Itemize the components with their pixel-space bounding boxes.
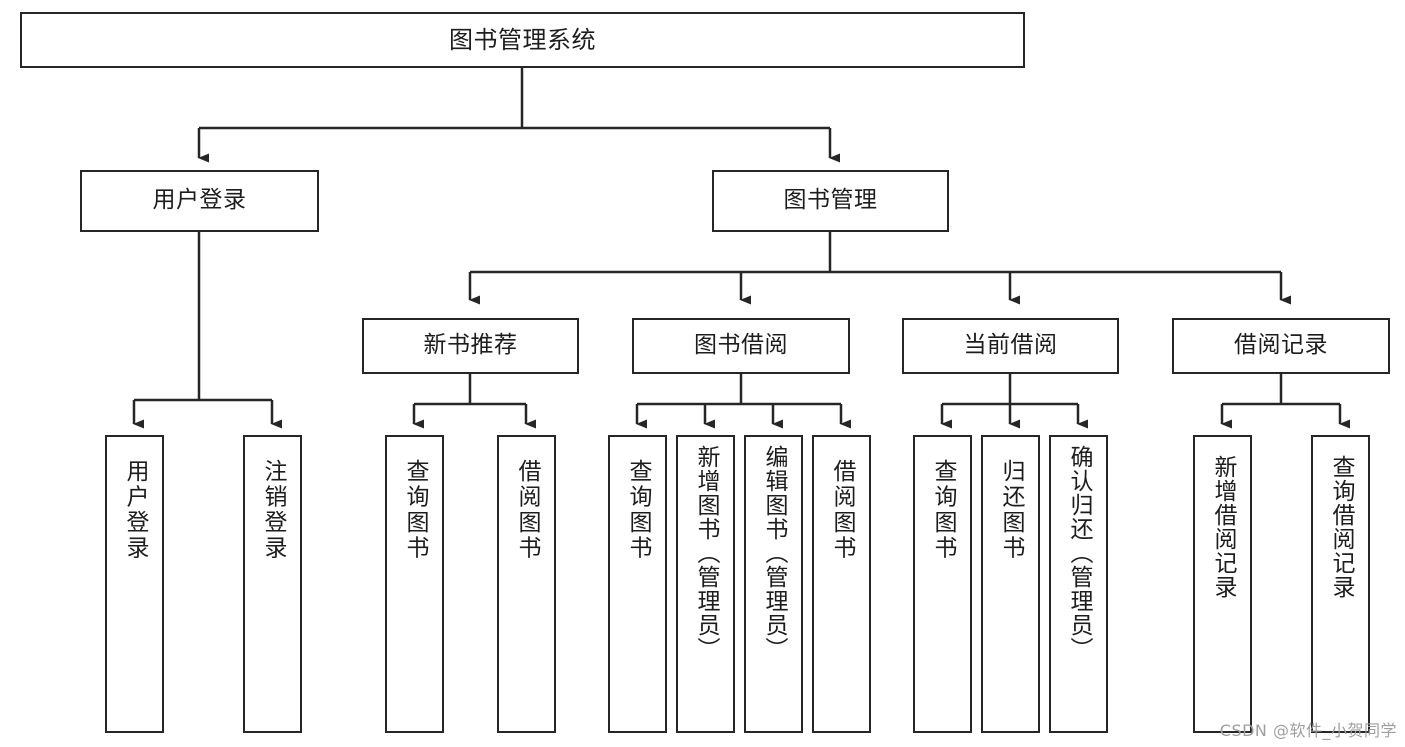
- node-book-borrow[interactable]: 图书借阅: [632, 318, 850, 374]
- node-label: 图书借阅: [694, 332, 788, 359]
- node-label: 借阅图书: [829, 459, 855, 561]
- node-root-system[interactable]: 图书管理系统: [20, 12, 1025, 68]
- node-user-login[interactable]: 用户登录: [80, 170, 319, 232]
- node-label: 查询图书: [402, 459, 428, 561]
- node-label: 编辑图书（管理员）: [761, 445, 787, 661]
- node-label: 归还图书: [998, 459, 1024, 561]
- node-new-book-rec[interactable]: 新书推荐: [362, 318, 579, 374]
- node-leaf-add-book[interactable]: 新增图书（管理员）: [676, 435, 735, 733]
- node-leaf-edit-book[interactable]: 编辑图书（管理员）: [744, 435, 803, 733]
- node-leaf-query-book-2[interactable]: 查询图书: [608, 435, 667, 733]
- node-label: 新书推荐: [423, 332, 518, 359]
- node-leaf-borrow-book-1[interactable]: 借阅图书: [497, 435, 556, 733]
- node-label: 用户登录: [152, 187, 247, 214]
- node-label: 图书管理: [783, 187, 878, 214]
- csdn-watermark: CSDN @软件_小贺同学: [1219, 721, 1397, 740]
- node-leaf-query-record[interactable]: 查询借阅记录: [1311, 435, 1370, 733]
- node-borrow-record[interactable]: 借阅记录: [1172, 318, 1390, 374]
- node-leaf-return-book[interactable]: 归还图书: [981, 435, 1040, 733]
- node-label: 新增图书（管理员）: [693, 445, 719, 661]
- node-leaf-add-record[interactable]: 新增借阅记录: [1193, 435, 1252, 733]
- node-leaf-logout[interactable]: 注销登录: [243, 435, 302, 733]
- node-label: 借阅记录: [1234, 332, 1328, 359]
- node-label: 用户登录: [122, 459, 148, 561]
- node-leaf-borrow-book-2[interactable]: 借阅图书: [812, 435, 871, 733]
- node-label: 借阅图书: [514, 459, 540, 561]
- node-leaf-user-login[interactable]: 用户登录: [105, 435, 164, 733]
- node-label: 查询图书: [625, 459, 651, 561]
- node-leaf-confirm-return[interactable]: 确认归还（管理员）: [1049, 435, 1108, 733]
- node-leaf-query-book-3[interactable]: 查询图书: [913, 435, 972, 733]
- node-label: 新增借阅记录: [1210, 455, 1236, 599]
- node-book-manage[interactable]: 图书管理: [712, 170, 949, 232]
- node-label: 当前借阅: [963, 332, 1058, 359]
- node-label: 图书管理系统: [449, 25, 596, 54]
- node-label: 确认归还（管理员）: [1066, 445, 1092, 661]
- node-leaf-query-book-1[interactable]: 查询图书: [385, 435, 444, 733]
- node-label: 注销登录: [260, 459, 286, 561]
- node-current-borrow[interactable]: 当前借阅: [902, 318, 1119, 374]
- node-label: 查询借阅记录: [1328, 455, 1354, 599]
- node-label: 查询图书: [930, 459, 956, 561]
